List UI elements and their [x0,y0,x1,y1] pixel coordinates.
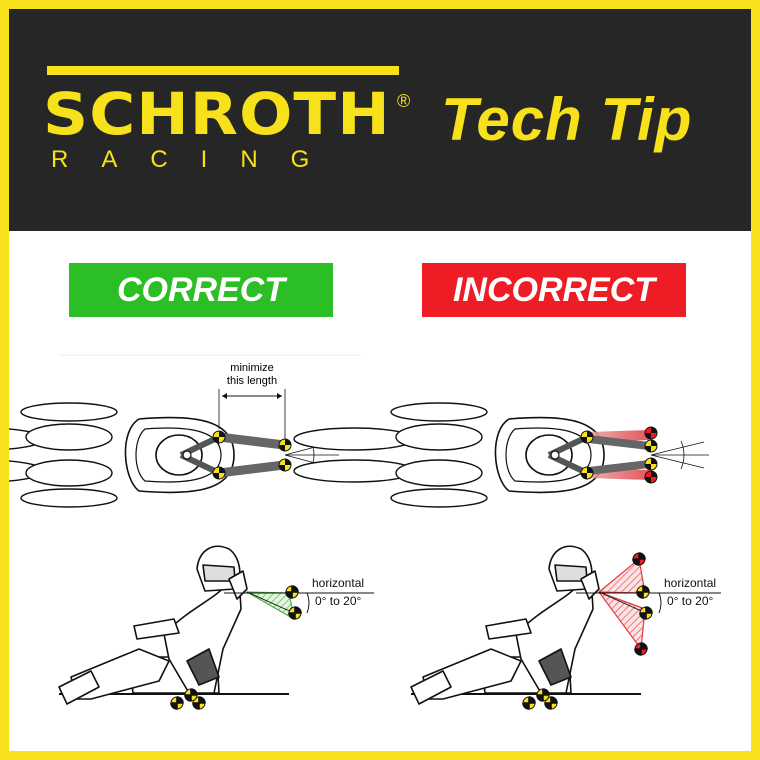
correct-horizontal-label: horizontal [312,576,364,590]
tech-tip-card: SCHROTH ® RACING Tech Tip CORRECT INCORR… [9,9,751,751]
correct-annotation-line2: this length [227,375,277,387]
page-title: Tech Tip [441,86,693,153]
brand-subtitle: RACING [51,146,343,173]
incorrect-angle-label: 0° to 20° [667,594,713,608]
brand-logo-text: SCHROTH [43,80,391,148]
incorrect-label: INCORRECT [452,270,656,309]
header-banner: SCHROTH ® RACING Tech Tip [9,9,751,231]
incorrect-label-box: INCORRECT [422,263,686,317]
diagram-canvas: minimize this length [9,354,721,710]
correct-top-view: minimize this length [9,354,361,508]
correct-side-view: horizontal 0° to 20° [58,545,374,710]
incorrect-top-view [293,402,709,508]
correct-angle-label: 0° to 20° [315,594,361,608]
correct-label-box: CORRECT [69,263,333,317]
incorrect-side-view: horizontal 0° to 20° [410,545,721,710]
incorrect-horizontal-label: horizontal [664,576,716,590]
correct-annotation-line1: minimize [230,362,273,374]
correct-label: CORRECT [116,270,286,309]
logo-bar [47,66,399,75]
registered-mark: ® [397,91,411,111]
